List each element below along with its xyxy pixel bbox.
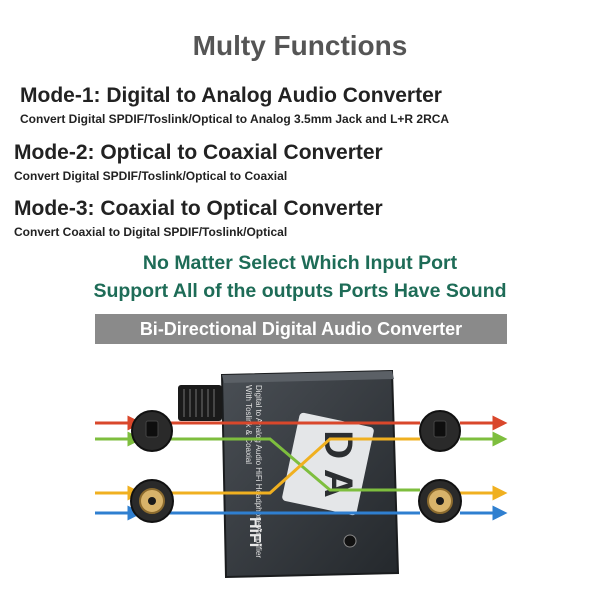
optical-port-icon <box>131 410 173 452</box>
banner-background <box>95 314 507 344</box>
mode-3-description: Convert Coaxial to Digital SPDIF/Toslink… <box>14 225 288 239</box>
optical-port-icon <box>419 410 461 452</box>
mode-2-title: Mode-2: Optical to Coaxial Converter <box>14 141 383 164</box>
highlight-line-1: No Matter Select Which Input Port <box>142 252 458 274</box>
mode-1-title: Mode-1: Digital to Analog Audio Converte… <box>20 84 442 107</box>
device-label-1: Digital to Analog Audio HiFi Headphone A… <box>254 385 263 558</box>
logo-text: D A <box>316 430 360 497</box>
highlight-line-2: Support All of the outputs Ports Have So… <box>93 280 507 302</box>
device-label-2: With Toslink & Coaxial <box>244 385 253 464</box>
headphone-jack-icon <box>343 534 357 548</box>
volume-knob-icon <box>178 385 222 421</box>
signal-lines <box>95 415 508 521</box>
converter-illustration: D A Digital to Analog Audio HiFi Headpho… <box>95 369 508 579</box>
banner-text: Bi-Directional Digital Audio Converter <box>139 319 463 339</box>
mode-1-description: Convert Digital SPDIF/Toslink/Optical to… <box>20 112 450 126</box>
mode-2-description: Convert Digital SPDIF/Toslink/Optical to… <box>14 169 288 183</box>
page-title: Multy Functions <box>192 30 408 61</box>
coaxial-port-icon <box>418 479 462 523</box>
mode-3-title: Mode-3: Coaxial to Optical Converter <box>14 197 383 220</box>
hifi-label: HiFi <box>246 517 263 547</box>
coaxial-port-icon <box>130 479 174 523</box>
